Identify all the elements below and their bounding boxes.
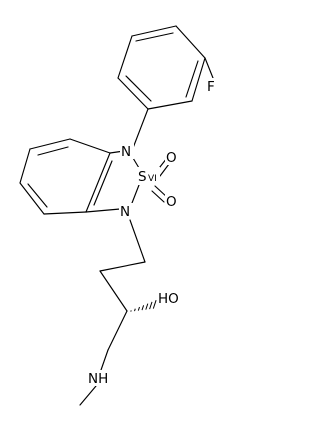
atom-oxygen-2: O — [165, 193, 179, 210]
atom-oh-label: HO — [158, 291, 179, 307]
stereo-hash-wedge — [130, 300, 157, 312]
atom-o1-label: O — [166, 150, 177, 166]
atom-hydroxyl: HO — [157, 290, 181, 307]
atom-s-label: S — [138, 169, 147, 185]
atom-oxygen-1: O — [165, 149, 179, 166]
atom-s-valence: VI — [148, 174, 157, 184]
atom-n2-label: N — [120, 204, 130, 220]
atom-fluorine: F — [205, 78, 219, 95]
atom-n1-label: N — [121, 144, 131, 160]
bond-lines — [19, 25, 214, 406]
atom-nh-label: NH — [88, 371, 108, 387]
atom-o2-label: O — [166, 194, 177, 210]
atom-f-label: F — [207, 79, 215, 95]
molecule-structure: F N N S VI O O HO NH — [19, 25, 219, 406]
atom-amine: NH — [87, 370, 113, 387]
atom-sulfur: S VI — [136, 167, 160, 185]
atom-labels: F N N S VI O O HO NH — [87, 78, 219, 387]
atom-nitrogen-2: N — [119, 203, 133, 220]
atom-nitrogen-1: N — [120, 143, 134, 160]
